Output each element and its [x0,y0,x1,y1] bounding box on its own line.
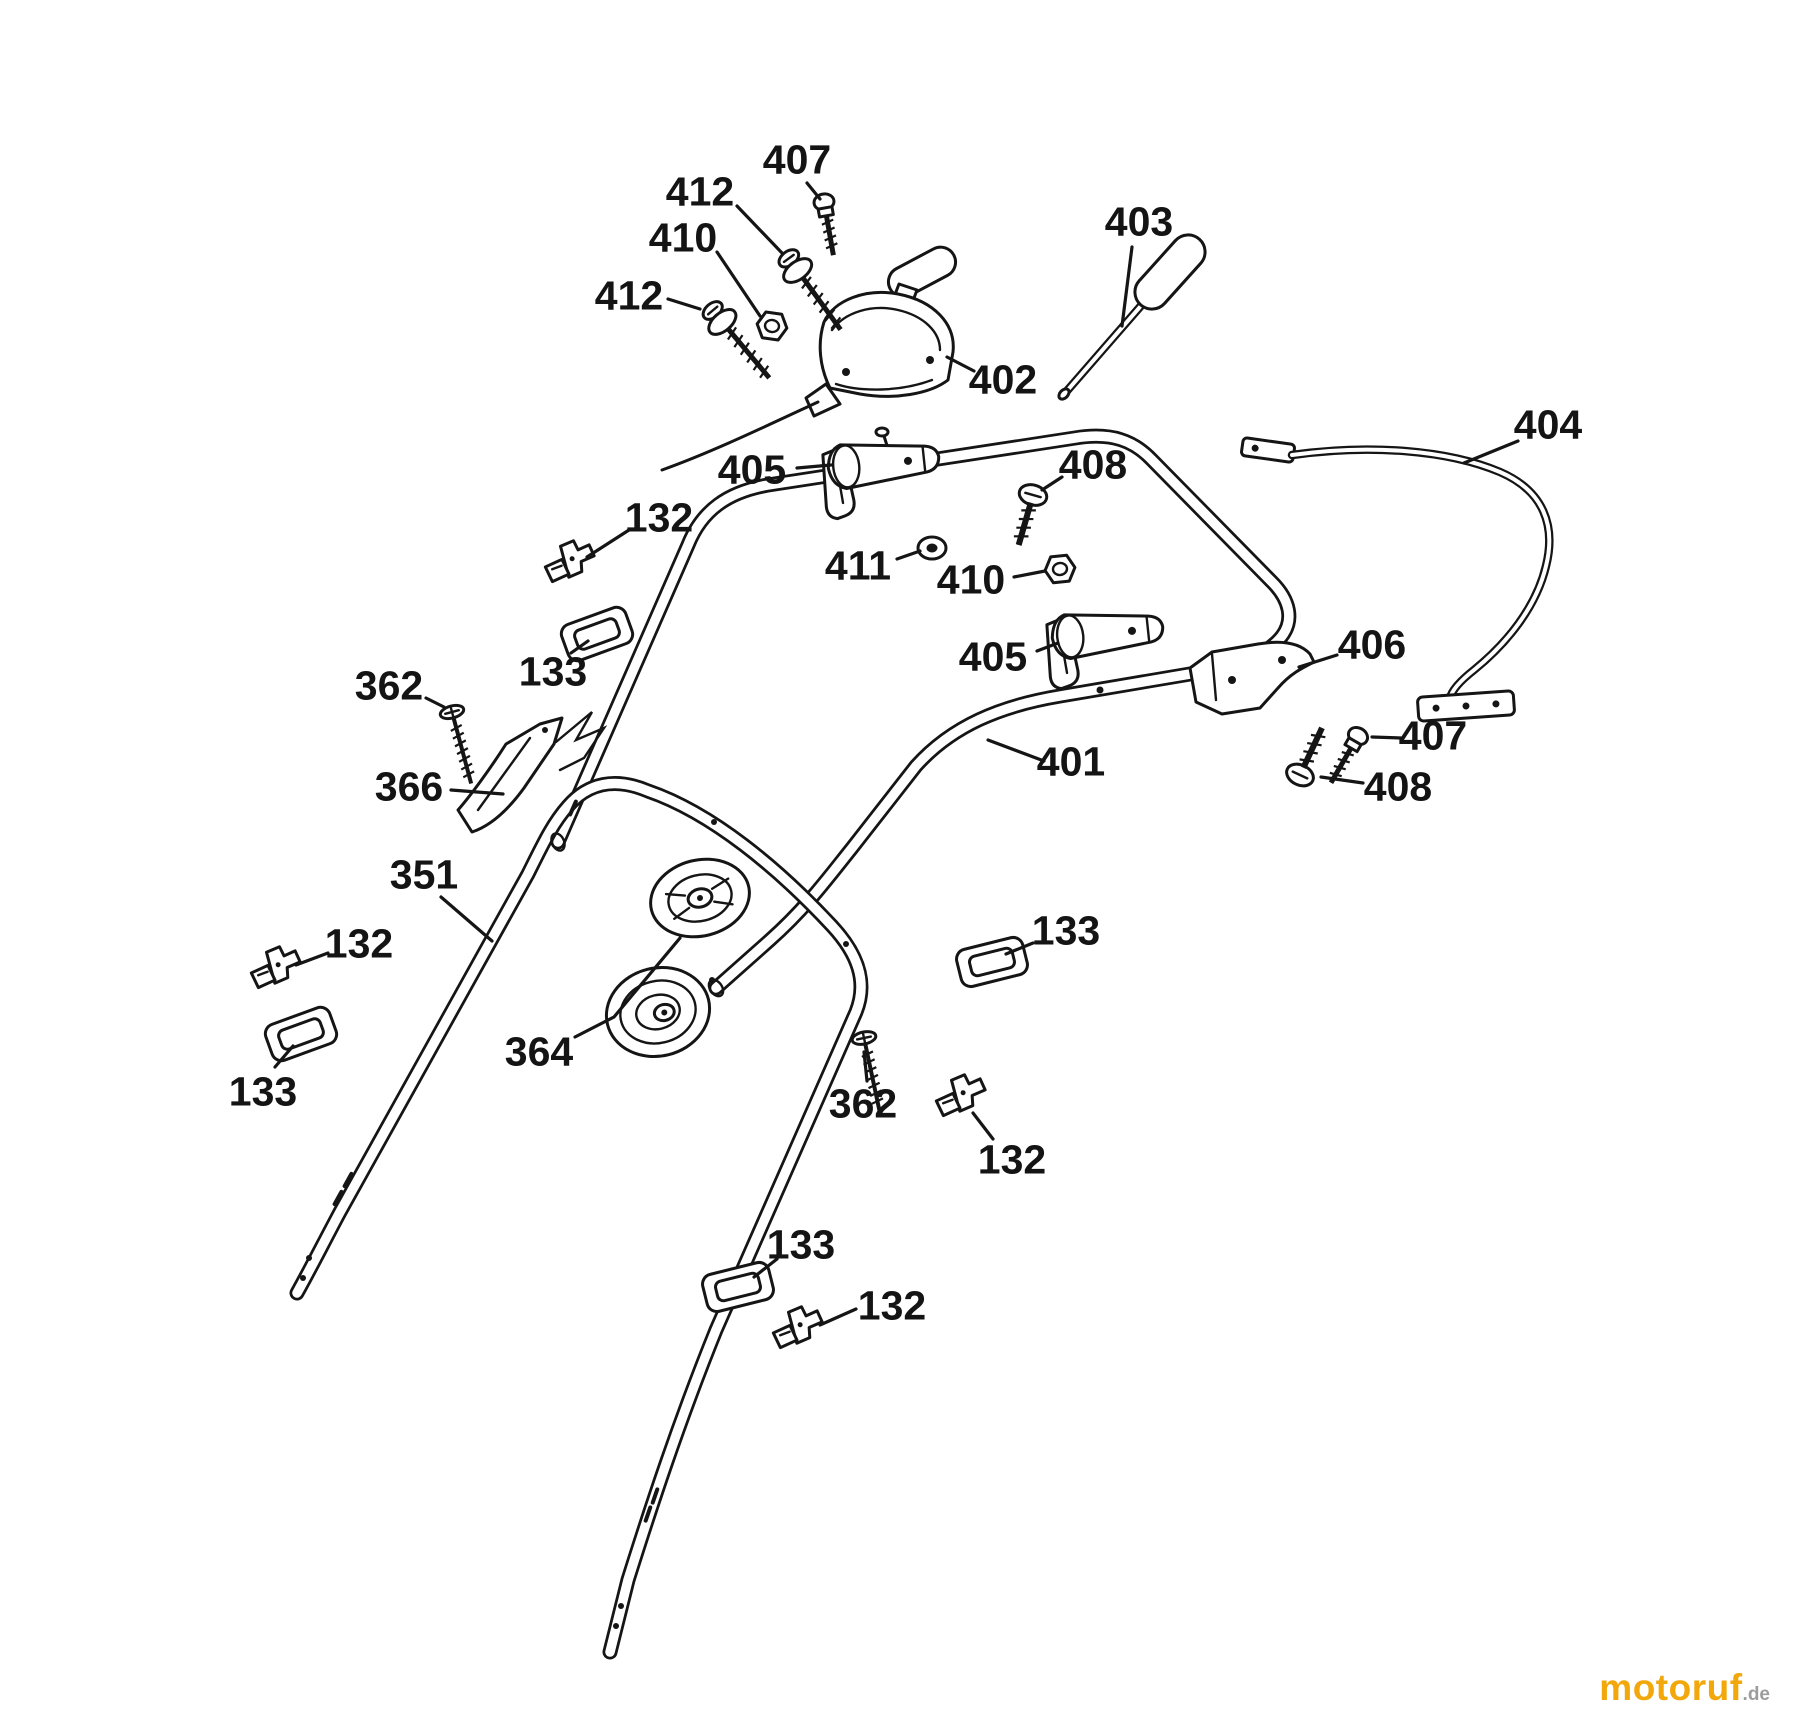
grommet-133-mid-right [952,933,1032,991]
part-label-408-top: 408 [1058,441,1128,488]
part-label-133-mid-right: 133 [1031,907,1101,954]
part-label-408-right: 408 [1363,763,1433,810]
part-label-407-right: 407 [1398,712,1468,759]
part-label-366: 366 [374,763,444,810]
cable-clip-132-top [539,535,600,584]
grommet-133-lower-left [261,1003,341,1065]
leader-lines [273,181,1520,1327]
throttle-control-402 [660,245,958,472]
part-label-132-bottom: 132 [857,1282,927,1329]
part-label-410-upper: 410 [648,214,718,261]
guide-bracket-406 [1188,640,1316,716]
cam-disc-364-upper [649,857,751,939]
bowden-cable-404 [1240,436,1554,723]
watermark-logo: motoruf.de [1599,1669,1770,1706]
cable-clamp-405-left [818,433,946,522]
screw-408-top [1005,482,1049,549]
part-label-132-top: 132 [624,494,694,541]
cable-clip-132-bottom [767,1301,828,1350]
watermark-text: motoruf [1599,1667,1743,1708]
part-label-362-right: 362 [828,1080,898,1127]
watermark-suffix: .de [1742,1684,1770,1705]
part-label-403: 403 [1104,198,1174,245]
part-label-133-lower-left: 133 [228,1068,298,1115]
nut-410-mid [1042,553,1078,585]
part-label-402: 402 [968,356,1038,403]
part-label-411: 411 [824,542,892,589]
part-label-364: 364 [504,1028,574,1075]
part-label-132-mid-left: 132 [324,920,394,967]
lower-handle-tube-351 [289,776,869,1660]
starter-handle-403 [1057,233,1207,401]
part-label-406: 406 [1337,621,1407,668]
screw-408-right [1283,722,1335,790]
part-label-410-mid: 410 [936,556,1006,603]
cable-clip-132-mid-right [930,1069,991,1118]
part-label-405-left: 405 [717,446,787,493]
screw-412-lower [696,295,782,388]
bolt-407-top [813,192,843,257]
part-label-401: 401 [1036,738,1106,785]
part-label-407-top: 407 [762,136,832,183]
part-label-133-upper-left: 133 [518,648,588,695]
part-label-404: 404 [1513,401,1583,448]
screw-362-left [436,701,485,789]
part-label-412-lower: 412 [594,272,664,319]
part-label-405-right: 405 [958,633,1028,680]
washer-411 [916,535,948,561]
part-label-362-left: 362 [354,662,424,709]
part-label-412-upper: 412 [665,168,735,215]
cam-disc-364-lower [604,965,712,1059]
part-label-133-bottom: 133 [766,1221,836,1268]
handle-lock-lever-366 [456,716,564,834]
part-label-351: 351 [389,851,459,898]
spring-clip [554,711,608,772]
part-label-132-mid-right: 132 [977,1136,1047,1183]
